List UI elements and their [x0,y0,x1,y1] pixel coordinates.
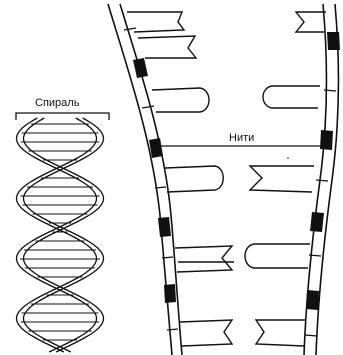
helix-bracket [16,113,109,120]
backbone-mark [306,290,319,310]
left-backbone [108,4,182,355]
backbone-mark [327,32,340,50]
right-backbone [304,4,340,355]
speck [287,157,289,159]
backbone-mark [158,217,171,237]
helix-label: Спираль [35,97,80,109]
backbone-mark [320,130,333,150]
strands-label: Нити [229,132,254,144]
backbone-mark [133,58,148,78]
backbone-mark [164,284,176,303]
double-helix [17,118,104,352]
backbone-mark [310,212,324,232]
